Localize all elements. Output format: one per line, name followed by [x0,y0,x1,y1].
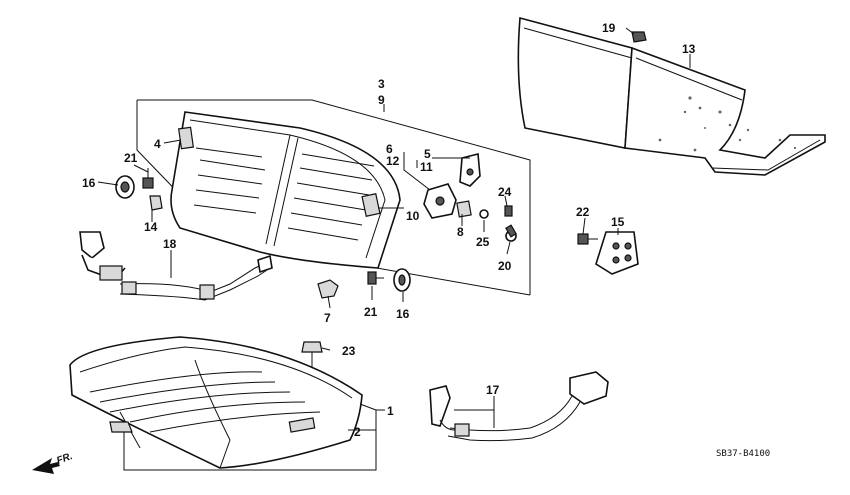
callout-9: 9 [378,93,385,107]
washer [479,209,489,219]
lock-bezel [456,200,472,218]
rear-seat-cushion [69,336,363,469]
callout-16-right: 16 [396,307,410,321]
hook-7 [317,279,339,299]
callout-12: 12 [386,154,400,168]
screw-24 [504,205,513,217]
bolt-21-left [142,168,154,189]
rear-seat-back [170,111,401,269]
callout-6: 6 [386,142,393,156]
callout-10: 10 [406,209,420,223]
rear-seat-belt-18 [79,231,273,301]
callout-17: 17 [486,383,500,397]
callout-8: 8 [457,225,464,239]
callout-16-left: 16 [82,176,96,190]
callout-15: 15 [611,215,625,229]
bolt-22 [577,233,598,245]
bolt-20 [505,224,517,242]
trunk-partition-13 [517,16,826,176]
callout-4: 4 [154,137,161,151]
seat-back-bracket-15 [595,231,639,275]
clip-19 [631,31,647,43]
callout-19: 19 [602,21,616,35]
clip-14 [149,195,163,211]
callout-11: 11 [420,160,433,174]
seat-back-hinge-bracket-left [177,126,195,150]
seat-back-hinge-bracket-right [361,193,381,217]
callout-18: 18 [163,237,177,251]
callout-23: 23 [342,344,356,358]
callout-21-right: 21 [364,305,378,319]
leader-lines [97,27,691,471]
seat-back-lock [423,183,457,219]
front-direction-label: FR. [55,451,74,467]
callout-1: 1 [387,404,394,418]
diagram-code: SB37-B4100 [716,449,770,459]
front-direction-arrow-icon [32,458,60,474]
callout-13: 13 [682,42,696,56]
grommet-16-left [115,175,135,199]
callout-20: 20 [498,259,512,273]
grommet-16-right [393,268,411,292]
callout-24: 24 [498,185,512,199]
callout-21-left: 21 [124,151,138,165]
lock-striker [459,152,481,187]
callout-3: 3 [378,77,385,91]
bolt-23 [301,341,323,368]
callout-25: 25 [476,235,490,249]
bolt-21-right [367,271,384,285]
callout-7: 7 [324,311,331,325]
callout-22: 22 [576,205,590,219]
callout-2: 2 [354,425,361,439]
callout-14: 14 [144,220,158,234]
rear-seat-belt-17 [429,371,609,442]
callout-5: 5 [424,147,431,161]
